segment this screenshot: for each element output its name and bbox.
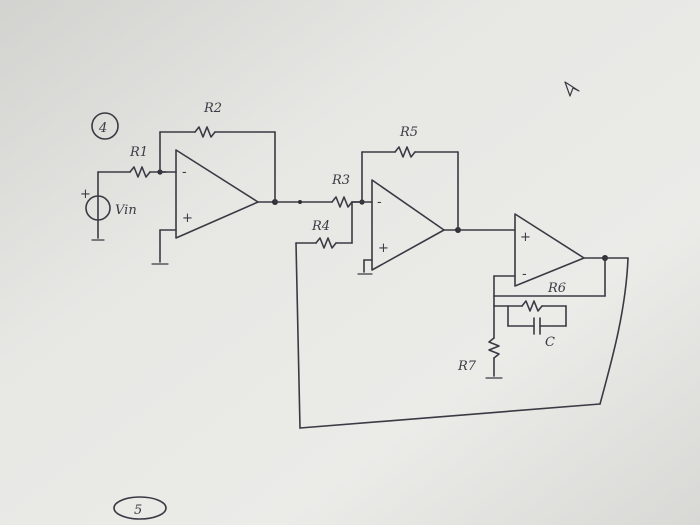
opamp-1: - +	[151, 149, 276, 265]
opamp-3: + -	[514, 213, 606, 287]
capacitor-c: C	[507, 305, 567, 350]
opamp2-minus-sign: -	[377, 195, 382, 210]
opamp3-plus-sign: +	[520, 230, 531, 245]
svg-text:5: 5	[134, 503, 142, 518]
wire-feedback-loop	[295, 242, 629, 429]
opamp-2: - +	[357, 179, 459, 275]
r1-label: R1	[129, 145, 148, 160]
r3-label: R3	[331, 173, 350, 188]
wire-opamp3-inverting	[493, 257, 606, 297]
r4-label: R4	[311, 219, 330, 234]
opamp3-minus-sign: -	[522, 267, 527, 282]
r5-label: R5	[399, 125, 418, 140]
opamp1-plus-sign: +	[182, 211, 193, 226]
wire-opamp1-to-r3	[274, 200, 333, 204]
resistor-r6: R6	[493, 281, 567, 312]
svg-text:4: 4	[98, 121, 107, 136]
vin-label: Vin	[115, 203, 137, 218]
resistor-r4: R4	[295, 201, 363, 249]
r2-label: R2	[203, 101, 222, 116]
opamp2-plus-sign: +	[378, 241, 389, 256]
r7-label: R7	[457, 359, 477, 374]
resistor-r5: R5	[361, 125, 459, 231]
problem-number-4: 4	[91, 112, 119, 140]
opamp1-minus-sign: -	[182, 165, 187, 180]
vin-plus-sign: +	[80, 187, 91, 202]
r6-label: R6	[547, 281, 566, 296]
resistor-r7: R7	[457, 305, 503, 379]
problem-number-5: 5	[113, 496, 167, 520]
c-label: C	[545, 335, 555, 350]
cursor-mark	[564, 81, 580, 97]
resistor-r2: R2	[159, 101, 276, 203]
voltage-source-vin: + Vin	[80, 171, 137, 241]
